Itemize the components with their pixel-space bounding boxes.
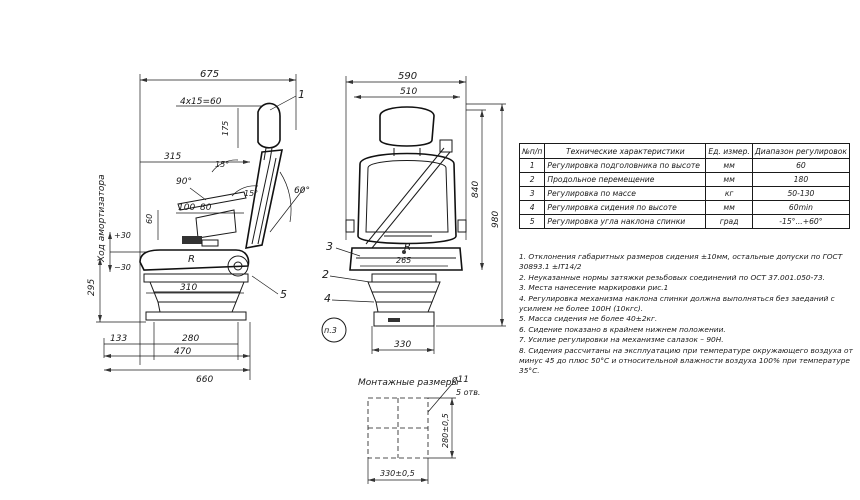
cell-characteristic: Регулировка по массе <box>544 186 707 201</box>
callout-3: 3 <box>326 240 333 253</box>
dim-470: 470 <box>174 347 191 357</box>
mount-horizontal: 330±0,5 <box>380 469 415 478</box>
table-row: 1 Регулировка подголовника по высоте мм … <box>518 158 851 173</box>
front-view: 590 510 R 265 <box>321 71 506 354</box>
cell-characteristic: Регулировка сидения по высоте <box>544 200 707 215</box>
table-row: 2 Продольное перемещение мм 180 <box>518 172 851 187</box>
note-item: 1. Отклонения габаритных размеров сидени… <box>519 252 843 272</box>
dim-295: 295 <box>87 279 97 296</box>
cell-num: 5 <box>518 214 546 229</box>
spec-table: №п/п Технические характеристики Ед. изме… <box>518 143 851 229</box>
dim-980: 980 <box>491 211 501 228</box>
dim-840: 840 <box>471 181 481 198</box>
cell-num: 3 <box>518 186 546 201</box>
cell-range: 60min <box>751 200 851 215</box>
angle-15-a: 15° <box>215 160 229 169</box>
side-view: 675 4x15=60 175 1 315 15° 15° 60° 90° <box>87 69 310 385</box>
cell-characteristic: Регулировка подголовника по высоте <box>544 158 707 173</box>
cell-range: -15°...+60° <box>751 214 851 229</box>
travel-plus: +30 <box>114 231 131 240</box>
table-header-row: №п/п Технические характеристики Ед. изме… <box>518 143 851 159</box>
dim-675: 675 <box>200 69 219 80</box>
callout-2: 2 <box>322 268 329 281</box>
angle-90: 90° <box>176 177 192 187</box>
note-item: 7. Усилие регулировки на механизме салаз… <box>519 335 724 345</box>
callout-1: 1 <box>298 88 305 101</box>
col-num: №п/п <box>518 143 546 159</box>
cell-unit: кг <box>705 186 753 201</box>
note-item: 3. Места нанесение маркировки рис.1 <box>519 283 669 293</box>
dim-chamfer: 4x15=60 <box>180 97 222 107</box>
mount-hole-dia: ø11 <box>451 375 469 385</box>
cell-unit: мм <box>705 158 753 173</box>
cell-range: 180 <box>751 172 851 187</box>
cell-num: 4 <box>518 200 546 215</box>
cell-range: 60 <box>751 158 851 173</box>
dim-80: 80 <box>200 203 212 213</box>
note-item: 5. Масса сидения не более 40±2кг. <box>519 314 658 324</box>
dim-310: 310 <box>180 283 197 293</box>
travel-minus: −30 <box>114 263 131 272</box>
mount-vertical: 280±0,5 <box>441 413 450 448</box>
dim-133: 133 <box>110 334 127 344</box>
angle-15-b: 15° <box>244 189 258 198</box>
notes: 1. Отклонения габаритных размеров сидени… <box>519 252 855 377</box>
cell-num: 1 <box>518 158 546 173</box>
ref-mark: п.3 <box>324 326 337 335</box>
cell-unit: град <box>705 214 753 229</box>
table-row: 3 Регулировка по массе кг 50-130 <box>518 186 851 201</box>
col-range: Диапазон регулировок <box>751 143 851 159</box>
callout-4: 4 <box>324 292 331 305</box>
angle-60: 60° <box>294 186 310 196</box>
dim-280: 280 <box>182 334 199 344</box>
table-row: 4 Регулировка сидения по высоте мм 60min <box>518 200 851 215</box>
dim-315: 315 <box>164 152 181 162</box>
mount-title: Монтажные размеры <box>358 378 459 388</box>
cell-unit: мм <box>705 172 753 187</box>
mount-view: Монтажные размеры ø11 5 отв. 280±0,5 330… <box>358 375 480 484</box>
dim-175: 175 <box>221 121 230 136</box>
note-item: 8. Сидения рассчитаны на эксплуатацию пр… <box>519 345 853 376</box>
note-item: 4. Регулировка механизма наклона спинки … <box>519 293 835 314</box>
dim-590: 590 <box>398 71 417 82</box>
dim-510: 510 <box>400 87 417 97</box>
note-item: 6. Сидение показано в крайнем нижнем пол… <box>519 324 726 334</box>
cell-unit: мм <box>705 200 753 215</box>
dim-100: 100 <box>178 203 195 213</box>
dim-265: 265 <box>396 256 411 265</box>
radius-side: R <box>188 254 195 265</box>
dim-60: 60 <box>145 214 154 224</box>
cell-num: 2 <box>518 172 546 187</box>
dim-330: 330 <box>394 340 411 350</box>
col-unit: Ед. измер. <box>705 143 753 159</box>
note-item: 2. Неуказанные нормы затяжки резьбовых с… <box>519 272 826 282</box>
side-label-shock-travel: Ход амортизатора <box>97 174 107 263</box>
col-characteristic: Технические характеристики <box>544 143 707 159</box>
callout-5: 5 <box>280 288 287 301</box>
cell-characteristic: Продольное перемещение <box>544 172 707 187</box>
dim-660: 660 <box>196 375 213 385</box>
mount-holes-count: 5 отв. <box>456 388 480 397</box>
cell-range: 50-130 <box>751 186 851 201</box>
cell-characteristic: Регулировка угла наклона спинки <box>544 214 707 229</box>
table-row: 5 Регулировка угла наклона спинки град -… <box>518 214 851 229</box>
